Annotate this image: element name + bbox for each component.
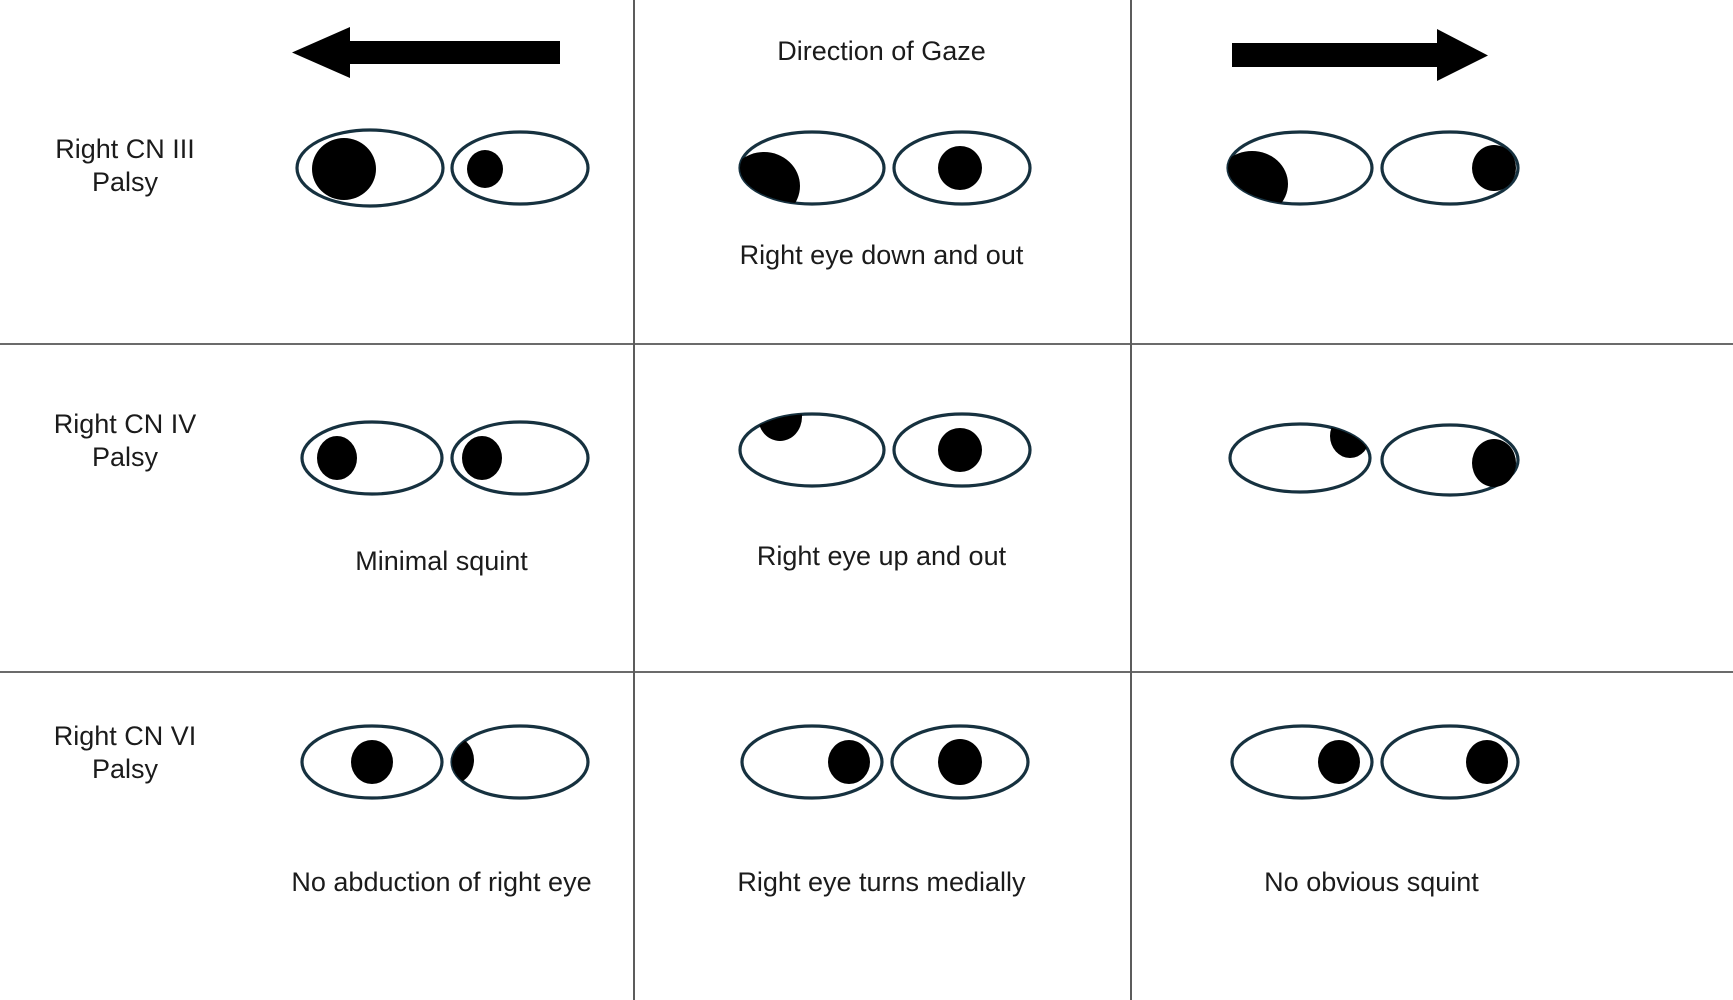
arrow-right-icon bbox=[1232, 28, 1490, 83]
eye-pair-cn6-right bbox=[1222, 712, 1522, 812]
eye-pair-cn3-left bbox=[292, 118, 592, 218]
caption-cn4-left: Minimal squint bbox=[355, 546, 528, 576]
cell-cn6-left-gaze: No abduction of right eye bbox=[250, 712, 633, 898]
row-divider-1 bbox=[0, 343, 1733, 345]
row-label-cn3: Right CN III Palsy bbox=[55, 134, 195, 197]
eye-pair-cn6-left bbox=[292, 712, 592, 812]
cell-cn4-right-gaze bbox=[1180, 408, 1563, 546]
cell-cn3-left-gaze bbox=[250, 118, 633, 240]
column-divider-2 bbox=[1130, 0, 1132, 1000]
cell-cn3-centre-gaze: Right eye down and out bbox=[690, 118, 1073, 271]
arrow-left-icon bbox=[290, 25, 560, 80]
eye-pair-cn4-left bbox=[292, 408, 592, 508]
cell-cn4-centre-gaze: Right eye up and out bbox=[690, 395, 1073, 572]
caption-cn3-centre: Right eye down and out bbox=[739, 240, 1024, 270]
row-label-cn6: Right CN VI Palsy bbox=[53, 721, 197, 784]
cell-cn6-right-gaze: No obvious squint bbox=[1180, 712, 1563, 898]
column-header-direction-of-gaze: Direction of Gaze bbox=[777, 36, 986, 66]
row-divider-2 bbox=[0, 671, 1733, 673]
eye-pair-cn3-centre bbox=[732, 118, 1032, 218]
row-label-cn4: Right CN IV Palsy bbox=[53, 409, 197, 472]
cell-cn3-right-gaze bbox=[1180, 118, 1563, 240]
cell-cn6-centre-gaze: Right eye turns medially bbox=[690, 712, 1073, 898]
caption-cn4-centre: Right eye up and out bbox=[756, 541, 1007, 571]
caption-cn6-right: No obvious squint bbox=[1264, 867, 1479, 897]
caption-cn6-left: No abduction of right eye bbox=[291, 867, 592, 897]
eye-pair-cn4-centre bbox=[732, 395, 1032, 495]
eye-pair-cn3-right bbox=[1222, 118, 1522, 218]
cell-cn4-left-gaze: Minimal squint bbox=[250, 408, 633, 577]
column-divider-1 bbox=[633, 0, 635, 1000]
caption-cn6-centre: Right eye turns medially bbox=[737, 867, 1026, 897]
eye-pair-cn6-centre bbox=[732, 712, 1032, 812]
eye-pair-cn4-right bbox=[1222, 408, 1522, 508]
